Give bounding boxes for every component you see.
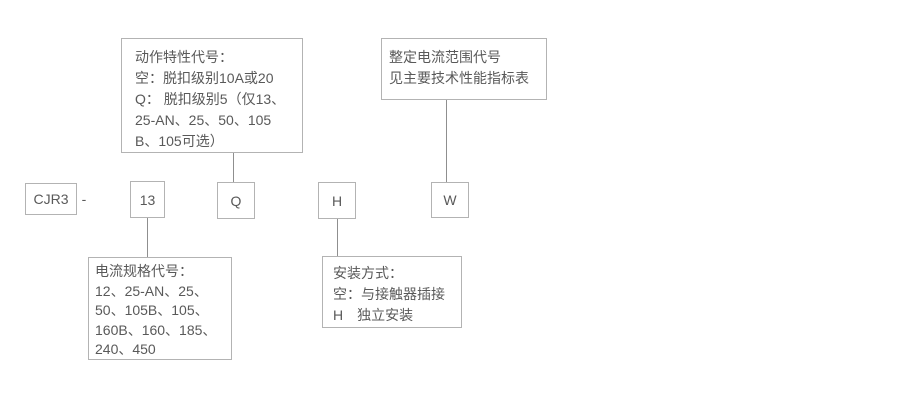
- code-box-setting-range: W: [431, 182, 469, 218]
- callout-current-specification: 电流规格代号： 12、25-AN、25、 50、105B、105、 160B、1…: [88, 257, 232, 360]
- callout-setting-current-range: 整定电流范围代号 见主要技术性能指标表: [381, 38, 547, 100]
- callout-text-line: B、105可选）: [135, 133, 224, 149]
- callout-text-line: 整定电流范围代号: [389, 49, 501, 65]
- callout-text-line: 电流规格代号：: [95, 263, 193, 279]
- callout-text-line: 空：与接触器插接: [333, 286, 445, 302]
- callout-text-line: 见主要技术性能指标表: [389, 70, 529, 86]
- code-box-mounting: H: [318, 182, 356, 219]
- code-separator-dash: -: [81, 191, 87, 207]
- connector-setting-to-w: [446, 100, 447, 182]
- connector-13-to-current: [147, 218, 148, 257]
- code-box-series-prefix: CJR3: [25, 183, 77, 215]
- code-box-current-spec: 13: [130, 181, 165, 218]
- callout-text-line: 240、450: [95, 341, 156, 357]
- callout-text-line: 160B、160、185、: [95, 321, 217, 338]
- code-box-action-characteristic: Q: [217, 182, 255, 219]
- callout-text-line: H 独立安装: [333, 307, 414, 323]
- callout-text-line: 50、105B、105、: [95, 302, 209, 318]
- callout-action-characteristic: 动作特性代号： 空：脱扣级别10A或20 Q： 脱扣级别5（仅13、 25-AN…: [121, 38, 303, 153]
- callout-text-line: 安装方式：: [333, 265, 403, 281]
- callout-mounting-method: 安装方式： 空：与接触器插接 H 独立安装: [322, 256, 462, 328]
- callout-text-line: 12、25-AN、25、: [95, 282, 208, 299]
- callout-text-line: 空：脱扣级别10A或20: [135, 70, 274, 86]
- connector-action-to-q: [233, 153, 234, 183]
- callout-text-line: 动作特性代号：: [135, 49, 233, 65]
- connector-h-to-mount: [337, 219, 338, 256]
- callout-text-line: 25-AN、25、50、105: [135, 112, 272, 128]
- callout-text-line: Q： 脱扣级别5（仅13、: [135, 91, 286, 107]
